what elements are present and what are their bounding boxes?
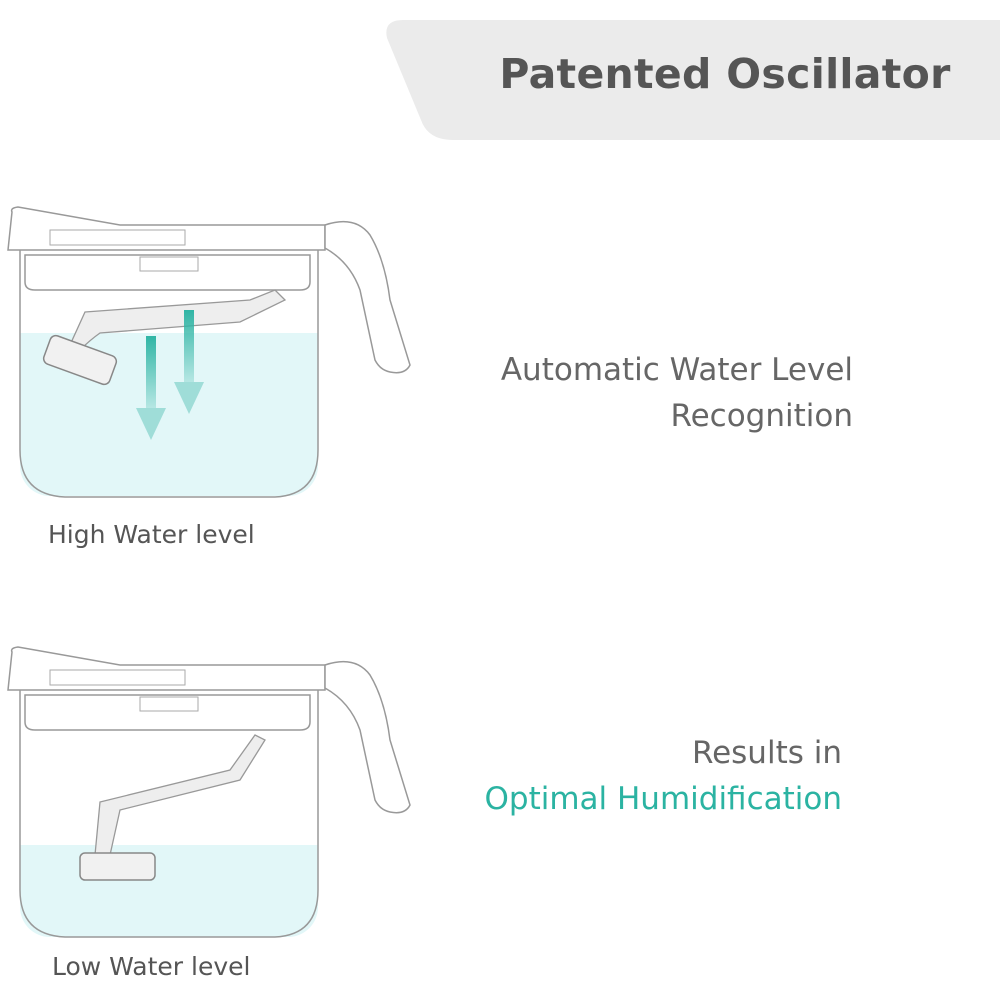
feature-line: Automatic Water Level [500, 352, 853, 388]
high-water-level-label: High Water level [48, 520, 255, 549]
low-water-tank-illustration [7, 646, 411, 938]
oscillator-head [42, 334, 118, 386]
title-banner [383, 20, 1000, 140]
feature-water-level-recognition: Automatic Water Level Recognition [501, 347, 853, 439]
feature-line: Results in [691, 735, 842, 771]
feature-highlight: Optimal Humidification [484, 781, 842, 817]
feature-optimal-humidification: Results in Optimal Humidification [484, 730, 842, 822]
down-arrow-icon [174, 310, 204, 414]
oscillator-head [79, 852, 156, 881]
page-title: Patented Oscillator [499, 50, 951, 98]
feature-line: Recognition [670, 398, 853, 434]
high-water-tank-illustration [7, 206, 411, 498]
down-arrow-icon [136, 336, 166, 440]
low-water-level-label: Low Water level [52, 952, 251, 981]
